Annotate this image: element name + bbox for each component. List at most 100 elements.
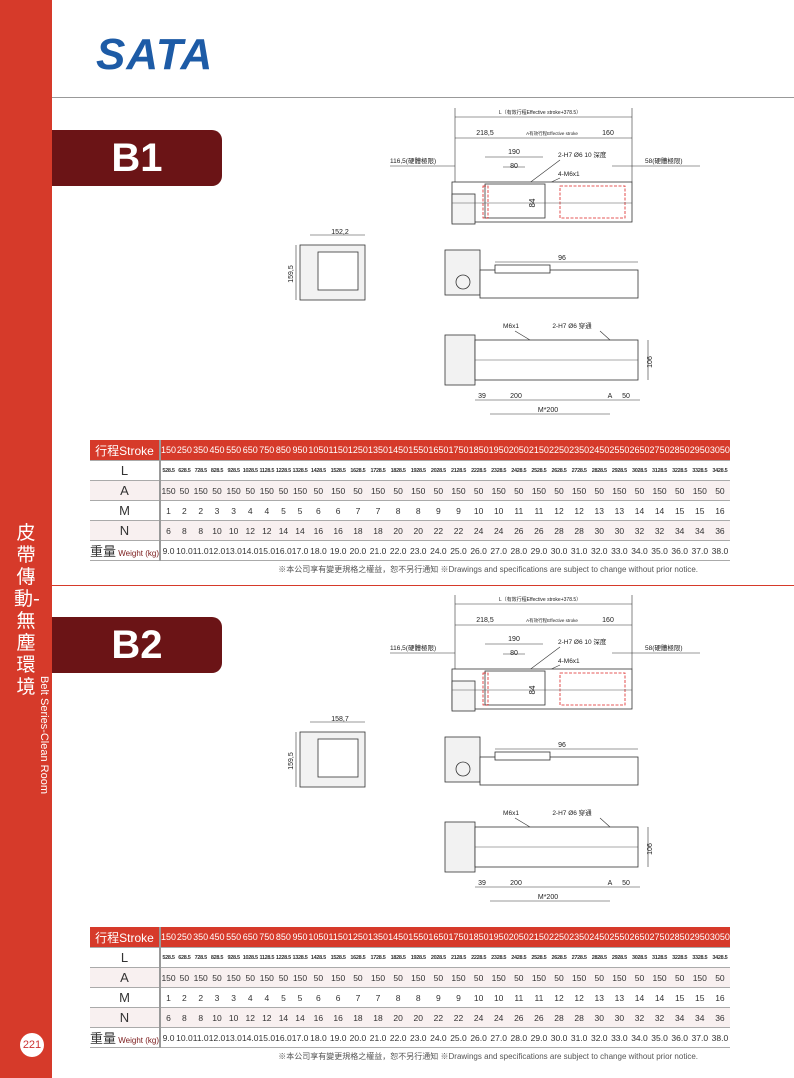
cell-a: 50 [669, 967, 690, 988]
cell-n: 10 [208, 1007, 226, 1028]
cell-n: 24 [488, 520, 509, 541]
cell-m: 12 [548, 500, 570, 521]
cell-m: 5 [275, 987, 292, 1008]
dim-50-label: 50 [622, 393, 630, 400]
cell-n: 22 [428, 520, 449, 541]
cell-l: 2128.5 [448, 947, 469, 968]
cell-a: 150 [192, 480, 209, 501]
dim-50-label: 50 [622, 880, 630, 887]
cell-a: 150 [649, 967, 670, 988]
cell-a: 50 [548, 967, 570, 988]
right-limit-label: 58(硬體極限) [645, 643, 683, 652]
stroke-limit-outline [482, 672, 489, 706]
cell-m: 13 [609, 500, 630, 521]
cell-a: 50 [468, 967, 489, 988]
m6-thread-label: 4-M6x1 [558, 171, 580, 178]
cell-l: 528.5 [160, 947, 177, 968]
cell-l: 1128.5 [258, 947, 276, 968]
cell-m: 3 [208, 500, 226, 521]
cell-stroke: 2650 [629, 440, 650, 461]
cell-n: 26 [528, 1007, 549, 1028]
cell-n: 24 [468, 520, 489, 541]
cell-n: 12 [258, 520, 276, 541]
cell-l: 3128.5 [649, 947, 670, 968]
cell-m: 12 [569, 500, 590, 521]
cell-m: 13 [609, 987, 630, 1008]
cell-weight: 33.0 [609, 1027, 630, 1048]
cell-weight: 19.0 [328, 1027, 348, 1048]
cell-m: 4 [241, 987, 259, 1008]
cell-stroke: 1050 [308, 440, 329, 461]
cell-stroke: 750 [258, 440, 276, 461]
cell-l: 2128.5 [448, 460, 469, 481]
dim-190-label: 190 [508, 636, 520, 643]
cell-a: 50 [347, 967, 368, 988]
cell-weight: 22.0 [388, 540, 409, 561]
cell-n: 32 [629, 520, 650, 541]
cell-weight: 20.0 [347, 540, 368, 561]
end-view-motor [317, 251, 359, 291]
cell-a: 150 [649, 480, 670, 501]
cell-m: 8 [388, 987, 409, 1008]
dim-A-label: A有效行程Effective stroke [526, 617, 578, 624]
cell-m: 2 [192, 987, 209, 1008]
cell-stroke: 2850 [669, 927, 690, 948]
cell-weight: 18.0 [308, 1027, 329, 1048]
cell-stroke: 2250 [548, 440, 570, 461]
cell-l: 1128.5 [258, 460, 276, 481]
bottom-motor [444, 821, 476, 873]
end-view-motor [317, 738, 359, 778]
cell-m: 10 [468, 987, 489, 1008]
cell-stroke: 2450 [589, 440, 610, 461]
cell-a: 150 [609, 967, 630, 988]
cell-m: 15 [689, 987, 710, 1008]
cell-weight: 35.0 [649, 1027, 670, 1048]
cell-n: 24 [488, 1007, 509, 1028]
cell-weight: 30.0 [548, 540, 570, 561]
cell-stroke: 550 [225, 927, 242, 948]
cell-a: 50 [709, 480, 730, 501]
cell-m: 13 [589, 987, 610, 1008]
cell-n: 26 [508, 520, 529, 541]
cell-weight: 34.0 [629, 1027, 650, 1048]
cell-a: 150 [258, 967, 276, 988]
dim-39-label: 39 [478, 880, 486, 887]
dim-200-label: 200 [510, 393, 522, 400]
cell-weight: 28.0 [508, 1027, 529, 1048]
cell-l: 1528.5 [328, 947, 348, 968]
cell-stroke: 1850 [468, 440, 489, 461]
h7-hole-label: 2-H7 Ø6 10 深度 [558, 150, 607, 159]
left-limit-label: 116,5(硬體極限) [390, 156, 436, 165]
cell-weight: 21.0 [367, 540, 389, 561]
row-label-a: A [90, 480, 161, 501]
dim-106-label: 106 [647, 356, 654, 368]
cell-a: 50 [508, 967, 529, 988]
dim-39-label: 39 [478, 393, 486, 400]
cell-l: 1228.5 [275, 460, 292, 481]
cell-a: 150 [258, 480, 276, 501]
cell-l: 2728.5 [569, 460, 590, 481]
dim-84-label: 84 [528, 685, 537, 694]
bottom-h7-label: 2-H7 Ø6 穿通 [552, 808, 592, 817]
dim-A-bottom-label: A [608, 880, 613, 887]
cell-a: 50 [347, 480, 368, 501]
cell-stroke: 3050 [709, 927, 730, 948]
cell-a: 150 [160, 967, 177, 988]
cell-l: 2828.5 [589, 460, 610, 481]
cell-weight: 20.0 [347, 1027, 368, 1048]
cell-a: 50 [208, 967, 226, 988]
cell-a: 150 [488, 480, 509, 501]
cell-l: 1528.5 [328, 460, 348, 481]
cell-stroke: 950 [291, 440, 309, 461]
cell-m: 6 [328, 500, 348, 521]
cell-weight: 29.0 [528, 1027, 549, 1048]
cell-l: 2228.5 [468, 947, 489, 968]
cell-weight: 37.0 [689, 1027, 710, 1048]
cell-a: 150 [528, 480, 549, 501]
